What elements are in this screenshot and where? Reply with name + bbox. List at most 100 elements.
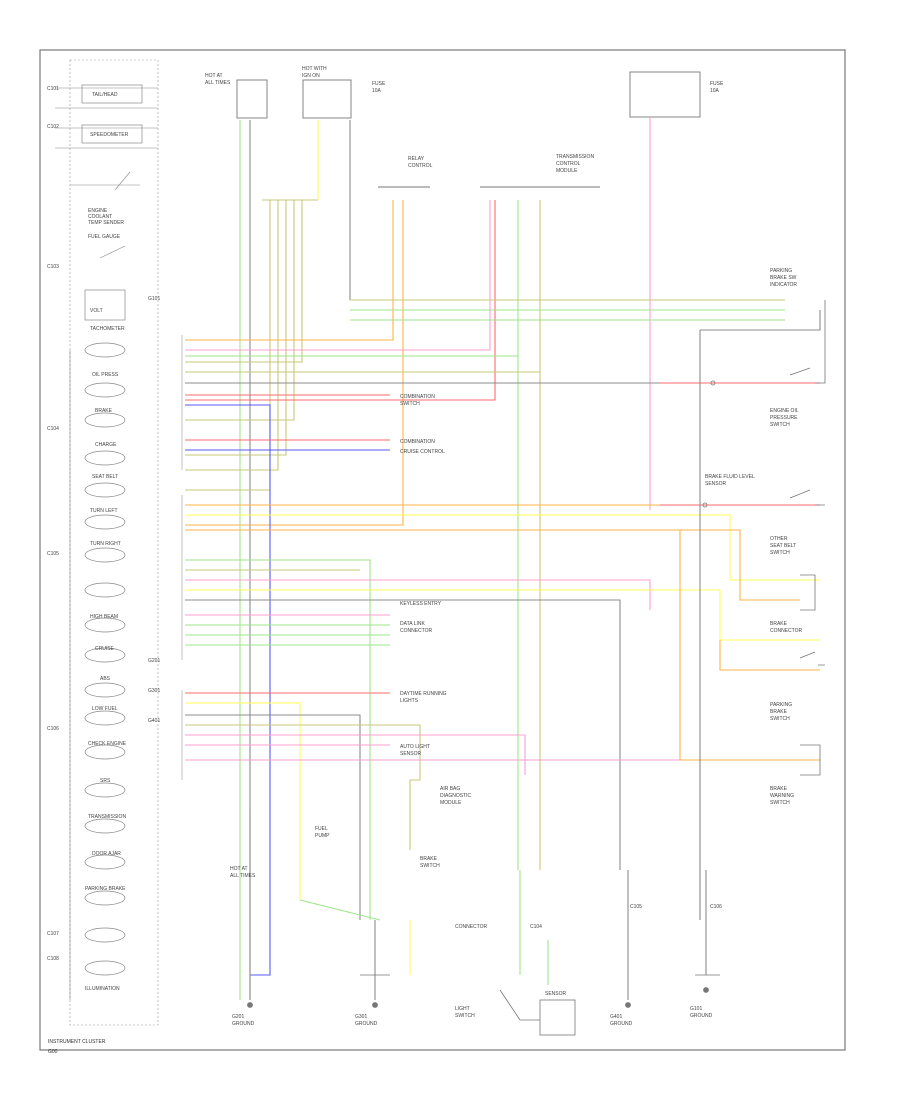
svg-text:CRUISE CONTROL: CRUISE CONTROL — [400, 449, 445, 455]
svg-text:BRAKE: BRAKE — [95, 408, 113, 414]
svg-text:C103: C103 — [47, 264, 59, 270]
cluster-housing — [69, 59, 159, 1026]
svg-text:SWITCH: SWITCH — [770, 550, 790, 556]
svg-text:C108: C108 — [47, 956, 59, 962]
svg-text:INDICATOR: INDICATOR — [770, 282, 797, 288]
svg-text:BRAKE: BRAKE — [420, 856, 438, 862]
svg-text:C104: C104 — [47, 426, 59, 432]
svg-text:IGN ON: IGN ON — [302, 73, 320, 79]
svg-text:MODULE: MODULE — [556, 168, 578, 174]
right-component-labels: PARKING BRAKE SW INDICATOR ENGINE OIL PR… — [705, 268, 803, 806]
svg-text:DATA LINK: DATA LINK — [400, 621, 425, 627]
svg-text:AUTO LIGHT: AUTO LIGHT — [400, 744, 430, 750]
svg-text:G201: G201 — [232, 1014, 244, 1020]
svg-text:CONTROL: CONTROL — [556, 161, 581, 167]
svg-text:WARNING: WARNING — [770, 793, 794, 799]
svg-text:SENSOR: SENSOR — [545, 991, 567, 997]
svg-text:BRAKE: BRAKE — [770, 786, 788, 792]
svg-text:HIGH BEAM: HIGH BEAM — [90, 614, 118, 620]
svg-text:SEAT BELT: SEAT BELT — [92, 474, 118, 480]
svg-text:SWITCH: SWITCH — [400, 401, 420, 407]
svg-text:SEAT BELT: SEAT BELT — [770, 543, 796, 549]
svg-text:LOW FUEL: LOW FUEL — [92, 706, 118, 712]
svg-text:BRAKE FLUID LEVEL: BRAKE FLUID LEVEL — [705, 474, 755, 480]
svg-text:HOT WITH: HOT WITH — [302, 66, 327, 72]
svg-text:RELAY: RELAY — [408, 156, 425, 162]
svg-text:C106: C106 — [47, 726, 59, 732]
svg-text:TAIL/HEAD: TAIL/HEAD — [92, 92, 118, 98]
svg-text:DIAGNOSTIC: DIAGNOSTIC — [440, 793, 472, 799]
svg-text:GROUND: GROUND — [355, 1021, 378, 1027]
svg-text:SENSOR: SENSOR — [400, 751, 422, 757]
svg-text:SRS: SRS — [100, 778, 111, 784]
svg-text:PARKING: PARKING — [770, 268, 792, 274]
svg-text:BRAKE SW: BRAKE SW — [770, 275, 797, 281]
svg-text:ENGINE OIL: ENGINE OIL — [770, 408, 799, 414]
svg-text:BRAKE: BRAKE — [770, 621, 788, 627]
diagram-corner-code: G00 — [48, 1049, 58, 1055]
svg-text:COOLANT: COOLANT — [88, 214, 112, 220]
svg-text:C105: C105 — [630, 904, 642, 910]
svg-text:HOT AT: HOT AT — [205, 73, 223, 79]
bottom-labels: G201 GROUND G301 GROUND LIGHT SWITCH SEN… — [232, 904, 722, 1027]
svg-text:OTHER: OTHER — [770, 536, 788, 542]
svg-text:LIGHT: LIGHT — [455, 1006, 470, 1012]
svg-text:CRUISE: CRUISE — [95, 646, 115, 652]
svg-text:FUSE: FUSE — [710, 81, 724, 87]
svg-text:SWITCH: SWITCH — [770, 422, 790, 428]
svg-text:FUEL GAUGE: FUEL GAUGE — [88, 234, 121, 240]
svg-text:SWITCH: SWITCH — [770, 716, 790, 722]
bottom-components — [247, 974, 720, 1036]
svg-text:C102: C102 — [47, 124, 59, 130]
svg-text:TURN RIGHT: TURN RIGHT — [90, 541, 121, 547]
svg-text:GROUND: GROUND — [232, 1021, 255, 1027]
svg-text:TRANSMISSION: TRANSMISSION — [88, 814, 126, 820]
svg-text:OIL PRESS: OIL PRESS — [92, 372, 119, 378]
top-fuse-boxes — [236, 71, 701, 188]
svg-text:PARKING BRAKE: PARKING BRAKE — [85, 886, 126, 892]
svg-text:G201: G201 — [148, 658, 160, 664]
svg-text:PUMP: PUMP — [315, 833, 330, 839]
svg-text:GROUND: GROUND — [690, 1013, 713, 1019]
svg-text:TRANSMISSION: TRANSMISSION — [556, 154, 594, 160]
top-box-labels: HOT AT ALL TIMES HOT WITH IGN ON FUSE 10… — [205, 66, 724, 174]
diagram-footer-label: INSTRUMENT CLUSTER — [48, 1039, 106, 1045]
svg-text:GROUND: GROUND — [610, 1021, 633, 1027]
svg-text:SWITCH: SWITCH — [455, 1013, 475, 1019]
svg-text:10A: 10A — [710, 88, 720, 94]
svg-text:G401: G401 — [610, 1014, 622, 1020]
svg-text:KEYLESS ENTRY: KEYLESS ENTRY — [400, 601, 442, 607]
cluster-bulbs — [84, 342, 126, 976]
svg-text:AIR BAG: AIR BAG — [440, 786, 460, 792]
svg-text:CONNECTOR: CONNECTOR — [770, 628, 803, 634]
svg-text:PRESSURE: PRESSURE — [770, 415, 798, 421]
svg-text:G101: G101 — [148, 296, 160, 302]
svg-text:G401: G401 — [148, 718, 160, 724]
svg-text:COMBINATION: COMBINATION — [400, 439, 435, 445]
diagram-frame — [39, 49, 846, 1051]
svg-text:DAYTIME RUNNING: DAYTIME RUNNING — [400, 691, 447, 697]
svg-text:SPEEDOMETER: SPEEDOMETER — [90, 132, 129, 138]
svg-text:G101: G101 — [690, 1006, 702, 1012]
svg-text:C106: C106 — [710, 904, 722, 910]
svg-text:ALL TIMES: ALL TIMES — [230, 873, 256, 879]
svg-text:C104: C104 — [530, 924, 542, 930]
svg-text:SWITCH: SWITCH — [420, 863, 440, 869]
svg-text:COMBINATION: COMBINATION — [400, 394, 435, 400]
center-labels: COMBINATION SWITCH COMBINATION CRUISE CO… — [230, 394, 472, 879]
svg-text:TACHOMETER: TACHOMETER — [90, 326, 125, 332]
svg-text:SENSOR: SENSOR — [705, 481, 727, 487]
svg-text:C105: C105 — [47, 551, 59, 557]
svg-text:MODULE: MODULE — [440, 800, 462, 806]
svg-text:PARKING: PARKING — [770, 702, 792, 708]
svg-text:C107: C107 — [47, 931, 59, 937]
svg-text:CONNECTOR: CONNECTOR — [455, 924, 488, 930]
svg-text:CONTROL: CONTROL — [408, 163, 433, 169]
svg-text:G301: G301 — [355, 1014, 367, 1020]
svg-text:HOT AT: HOT AT — [230, 866, 248, 872]
svg-text:ENGINE: ENGINE — [88, 208, 108, 214]
svg-text:ILLUMINATION: ILLUMINATION — [85, 986, 120, 992]
svg-text:LIGHTS: LIGHTS — [400, 698, 419, 704]
cluster-gauges — [81, 84, 143, 321]
